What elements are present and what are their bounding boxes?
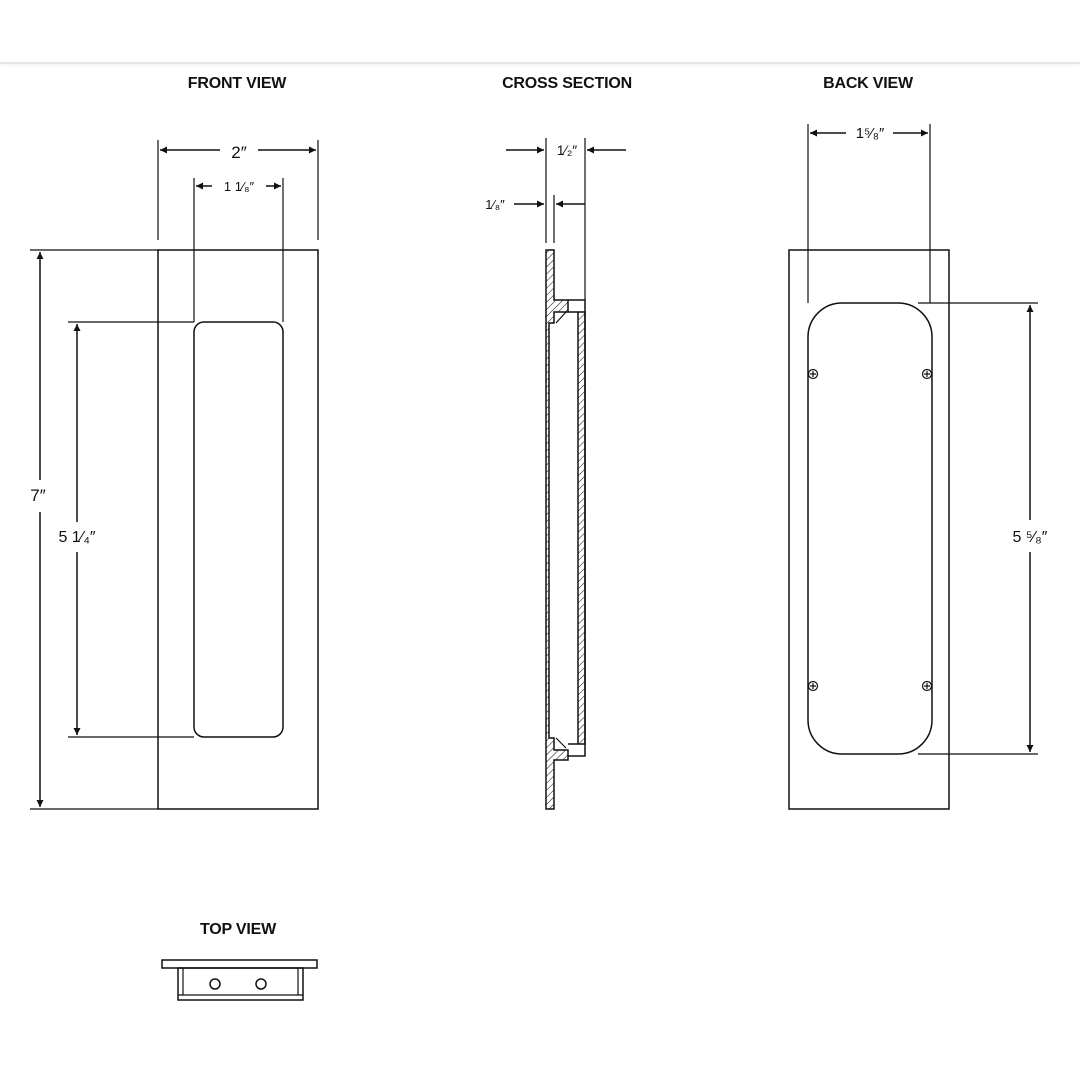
cross-section-view bbox=[506, 138, 626, 810]
back-view bbox=[788, 124, 1038, 810]
front-plate-outline bbox=[157, 249, 319, 810]
screw-icon bbox=[807, 680, 819, 692]
back-height-label: 5 ⁵⁄₈″ bbox=[1013, 529, 1048, 546]
back-view-title: BACK VIEW bbox=[823, 75, 913, 92]
front-recess-width-label: 1 1⁄₈″ bbox=[224, 179, 255, 194]
screw-icon bbox=[807, 368, 819, 380]
mounting-hole-icon bbox=[209, 978, 221, 990]
cross-section-depth-label: 1⁄₂″ bbox=[557, 142, 578, 158]
front-width-label: 2″ bbox=[231, 143, 246, 162]
cross-section-title: CROSS SECTION bbox=[502, 75, 632, 92]
front-height-label: 7″ bbox=[30, 486, 45, 505]
top-view-plate bbox=[161, 959, 318, 969]
front-recess-height-label: 5 1⁄₄″ bbox=[58, 529, 95, 546]
top-view-cup bbox=[177, 967, 304, 1001]
front-recess-outline bbox=[193, 321, 284, 738]
back-cup-outline bbox=[807, 302, 933, 755]
mounting-hole-icon bbox=[255, 978, 267, 990]
back-screws bbox=[807, 368, 933, 692]
cross-section-cup-wall bbox=[577, 311, 586, 745]
page-header-bar bbox=[0, 0, 1080, 64]
top-view bbox=[161, 959, 318, 1001]
front-view-title: FRONT VIEW bbox=[187, 75, 287, 92]
front-view bbox=[30, 140, 319, 810]
cross-section-plate bbox=[545, 249, 569, 810]
screw-icon bbox=[921, 368, 933, 380]
top-view-title: TOP VIEW bbox=[199, 921, 277, 938]
screw-icon bbox=[921, 680, 933, 692]
cross-section-plate-label: 1⁄₈″ bbox=[485, 197, 505, 212]
back-plate-outline bbox=[788, 249, 950, 810]
back-width-label: 1⁵⁄₈″ bbox=[856, 125, 885, 142]
